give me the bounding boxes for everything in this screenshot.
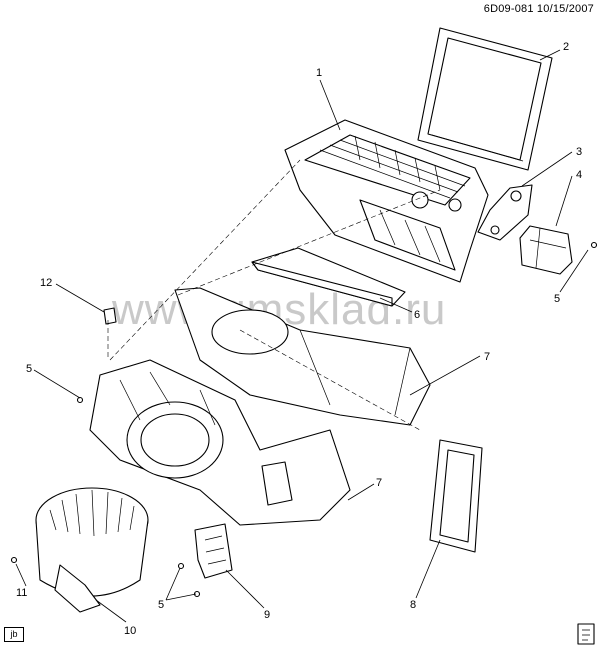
callout-5-bottom: 5 [158, 599, 164, 611]
callout-12: 12 [40, 277, 52, 289]
part-1-upper-case [284, 119, 489, 283]
callout-4: 4 [576, 169, 582, 181]
part-10-blower-motor [10, 487, 149, 613]
callout-9: 9 [264, 609, 270, 621]
drawing-id: 6D09-081 10/15/2007 [483, 3, 594, 15]
callout-5-left: 5 [26, 363, 32, 375]
callout-11: 11 [16, 587, 27, 599]
part-6-cabin-filter [251, 247, 406, 307]
callout-2: 2 [563, 41, 569, 53]
part-7-lower-duct [174, 287, 431, 426]
part-9-resistor [177, 523, 233, 598]
part-5-screw [76, 396, 84, 404]
part-8-seal [429, 439, 483, 553]
callout-7-lower: 7 [376, 477, 382, 489]
callout-8: 8 [410, 599, 416, 611]
part-7-blower-housing [89, 359, 351, 526]
callout-1: 1 [316, 67, 322, 79]
part-3-linkage [477, 184, 533, 241]
part-12-clip [103, 307, 117, 325]
callout-10: 10 [124, 625, 136, 637]
callout-7-upper: 7 [484, 351, 490, 363]
part-2-filter-seal [417, 27, 553, 171]
part-4-actuator [519, 225, 598, 275]
callout-5-right: 5 [554, 293, 560, 305]
book-icon [577, 623, 595, 645]
corner-code: jb [4, 627, 24, 642]
callout-3: 3 [576, 146, 582, 158]
callout-6: 6 [414, 309, 420, 321]
